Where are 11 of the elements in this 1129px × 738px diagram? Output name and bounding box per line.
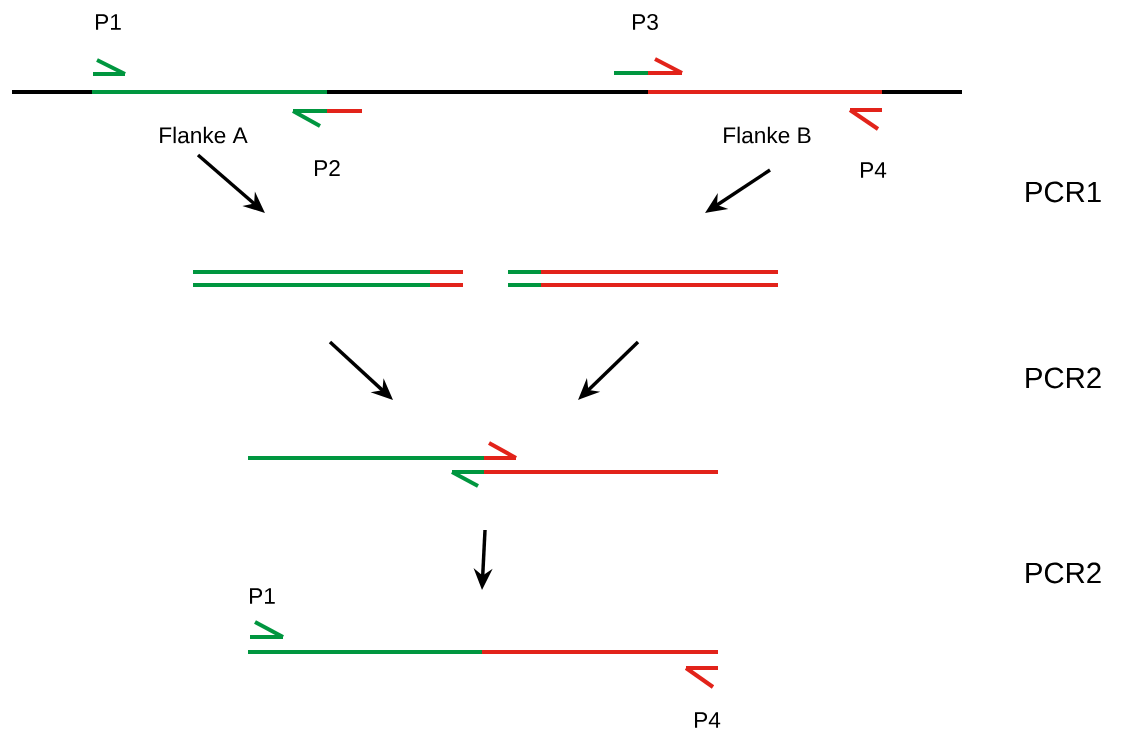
step-label: PCR1: [1026, 181, 1101, 203]
primer-label: P3: [633, 13, 658, 31]
primer-label: P1: [250, 588, 275, 604]
step-label: PCR2: [1026, 562, 1101, 584]
primer-label: P4: [695, 712, 721, 728]
flank-label: Flanke B: [724, 126, 811, 144]
step-label: PCR2: [1026, 367, 1101, 389]
primer-label: P2: [315, 160, 340, 176]
primer-label: P4: [861, 162, 887, 178]
primer-label: P1: [96, 14, 121, 30]
flank-label: Flanke A: [160, 126, 248, 144]
